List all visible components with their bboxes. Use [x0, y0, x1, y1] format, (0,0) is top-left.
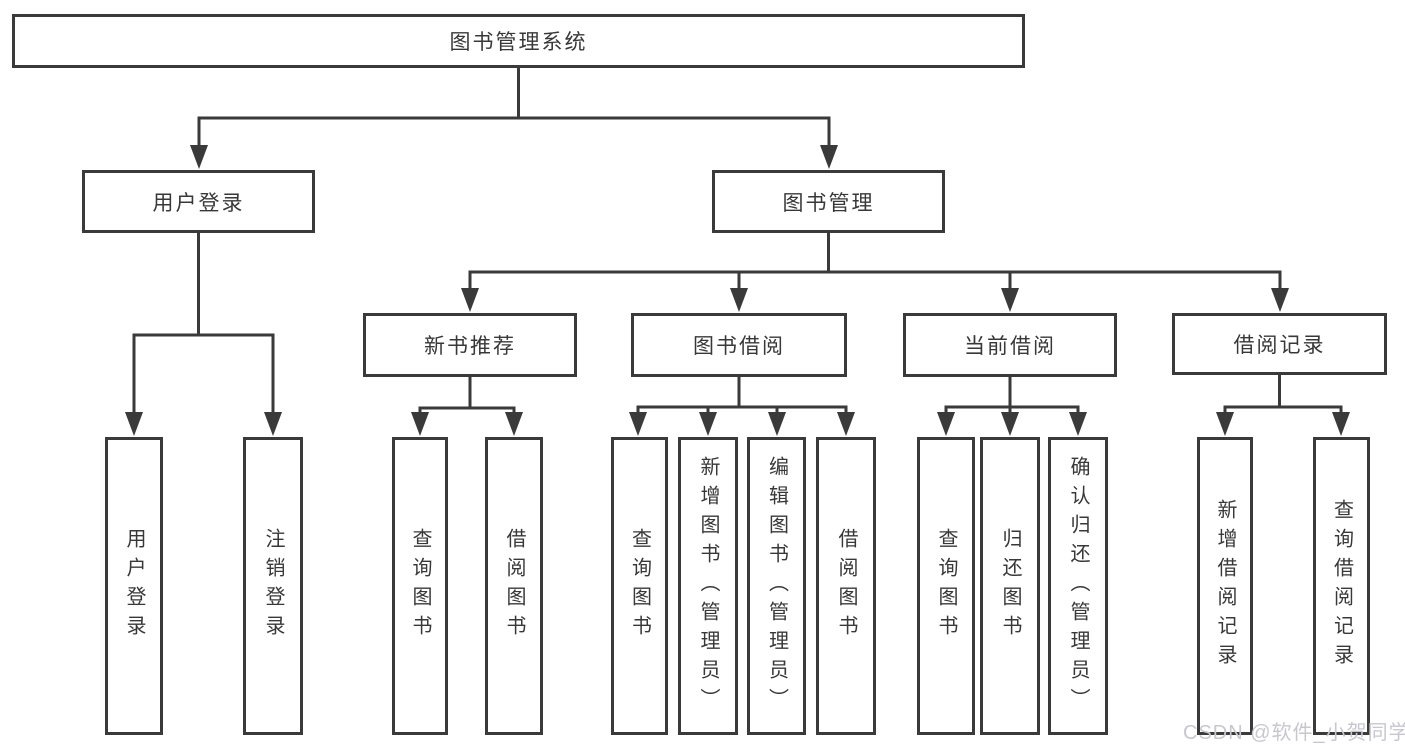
node-new-book-recommendation: 新书推荐 [363, 313, 577, 377]
leaf-add-books-admin: 新增图书（管理员） [678, 437, 738, 735]
node-label: 借阅记录 [1233, 334, 1326, 357]
leaf-label: 查询图书 [409, 528, 431, 644]
leaf-add-borrow-record: 新增借阅记录 [1197, 437, 1253, 735]
node-user-login: 用户登录 [82, 170, 315, 233]
leaf-label: 借阅图书 [503, 528, 525, 644]
leaf-label: 查询图书 [628, 528, 651, 644]
leaf-label: 新增借阅记录 [1214, 499, 1236, 673]
leaf-label: 借阅图书 [835, 528, 857, 644]
leaf-user-login: 用户登录 [105, 437, 163, 735]
leaf-return-books: 归还图书 [980, 437, 1040, 735]
leaf-borrow-books: 借阅图书 [816, 437, 876, 735]
leaf-label: 查询借阅记录 [1330, 499, 1353, 673]
node-book-borrowing: 图书借阅 [631, 313, 847, 377]
node-label: 新书推荐 [424, 335, 516, 358]
node-borrowing-records: 借阅记录 [1172, 313, 1387, 375]
leaf-label: 编辑图书（管理员） [765, 455, 788, 717]
node-current-borrowing: 当前借阅 [903, 313, 1117, 377]
leaf-label: 用户登录 [123, 528, 145, 644]
leaf-label: 注销登录 [262, 528, 284, 644]
node-book-management: 图书管理 [712, 170, 945, 233]
leaf-query-books-recommend: 查询图书 [392, 437, 448, 735]
leaf-label: 归还图书 [999, 528, 1021, 644]
leaf-label: 新增图书（管理员） [697, 455, 719, 717]
node-label: 当前借阅 [964, 335, 1056, 358]
node-label: 用户登录 [152, 191, 245, 215]
leaf-label: 确认归还（管理员） [1067, 455, 1089, 717]
node-label: 图书管理 [782, 191, 875, 215]
leaf-label: 查询图书 [935, 528, 957, 644]
leaf-confirm-return-admin: 确认归还（管理员） [1048, 437, 1108, 735]
leaf-query-books-current: 查询图书 [917, 437, 975, 735]
node-label: 图书管理系统 [449, 31, 588, 54]
leaf-query-books-borrow: 查询图书 [611, 437, 668, 735]
node-library-management-system: 图书管理系统 [12, 14, 1025, 68]
leaf-query-borrow-record: 查询借阅记录 [1313, 437, 1370, 735]
leaf-edit-books-admin: 编辑图书（管理员） [747, 437, 806, 735]
leaf-borrow-books-recommend: 借阅图书 [485, 437, 543, 735]
leaf-logout: 注销登录 [243, 437, 303, 735]
node-label: 图书借阅 [693, 335, 785, 358]
csdn-watermark: CSDN @软件_小贺同学 [1183, 722, 1405, 744]
